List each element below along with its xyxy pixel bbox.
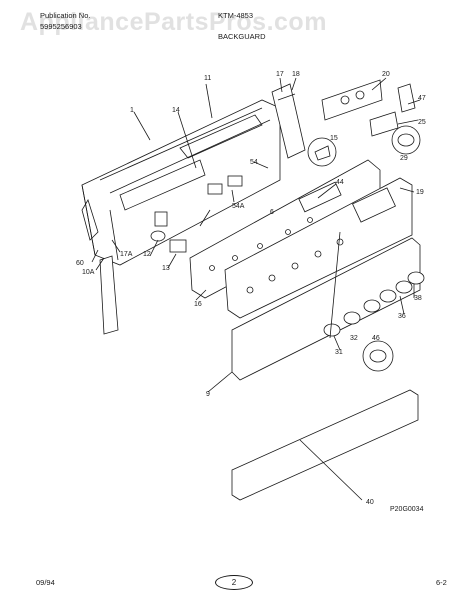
callout-13: 13	[162, 265, 170, 272]
section-title: BACKGUARD	[218, 32, 266, 41]
callout-31: 31	[335, 349, 343, 356]
knob-group	[323, 271, 425, 337]
callout-9: 9	[206, 391, 210, 398]
callout-60: 60	[76, 260, 84, 267]
callout-17: 17	[276, 71, 284, 78]
model-number: KTM-4853	[218, 11, 254, 20]
publication-number: 5995256903	[40, 22, 82, 31]
callout-6: 6	[270, 209, 274, 216]
callout-54: 54	[250, 159, 258, 166]
callout-38: 38	[414, 295, 422, 302]
callout-25: 25	[418, 119, 426, 126]
callout-46: 46	[372, 335, 380, 342]
clock-plate	[321, 79, 416, 137]
callout-10a: 10A	[82, 269, 95, 276]
callout-11: 11	[204, 75, 211, 82]
footer-page-right: 6-2	[436, 578, 447, 587]
callout-40: 40	[366, 499, 374, 506]
callout-1: 1	[130, 107, 134, 114]
diagram-code: P20G0034	[390, 506, 424, 513]
callout-17a: 17A	[120, 251, 133, 258]
watermark-text: AppliancePartsPros.com	[20, 8, 327, 36]
callout-12: 12	[143, 251, 151, 258]
detail-circles	[307, 125, 421, 372]
callout-29: 29	[400, 155, 408, 162]
callout-36: 36	[398, 313, 406, 320]
callout-20: 20	[382, 71, 390, 78]
callout-18: 18	[292, 71, 300, 78]
callout-54a: 54A	[232, 203, 245, 210]
callout-32: 32	[350, 335, 358, 342]
page-number: 2	[215, 575, 253, 590]
callout-44: 44	[336, 179, 344, 186]
publication-label: Publication No.	[40, 11, 91, 20]
side-bracket	[99, 255, 119, 335]
backguard-housing	[81, 99, 281, 266]
end-cap	[271, 83, 306, 159]
footer-date: 09/94	[36, 578, 55, 587]
callout-16: 16	[194, 301, 202, 308]
callout-47: 47	[418, 95, 426, 102]
callout-labels: 1 9 11 12 13 14 15 16 17 17A 18 19 20 25…	[76, 71, 426, 513]
control-panel-front	[224, 177, 413, 319]
leader-lines	[91, 77, 421, 501]
callout-19: 19	[416, 189, 424, 196]
bottom-trim	[231, 389, 419, 501]
callout-15: 15	[330, 135, 338, 142]
callout-14: 14	[172, 107, 180, 114]
switch-components	[150, 175, 243, 253]
